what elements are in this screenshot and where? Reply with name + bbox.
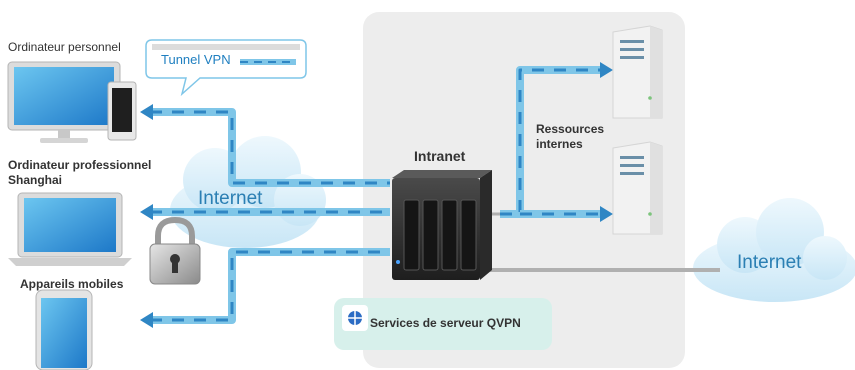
- personal-computer-icon: [7, 61, 137, 143]
- cloud-right: [693, 198, 855, 302]
- label-appareils-mobiles: Appareils mobiles: [20, 277, 124, 291]
- label-internet-left: Internet: [198, 188, 263, 209]
- server-icon-bottom: [612, 141, 663, 235]
- label-intranet: Intranet: [414, 148, 466, 164]
- lock-icon: [149, 216, 201, 285]
- label-internet-right: Internet: [737, 252, 802, 273]
- tunnel-vpn-callout: [145, 39, 307, 97]
- label-ordinateur-professionnel: Ordinateur professionnel: [8, 158, 152, 172]
- phone-icon: [35, 289, 93, 370]
- server-icon-top: [612, 25, 663, 119]
- label-ordinateur-personnel: Ordinateur personnel: [8, 40, 121, 54]
- label-internes: internes: [536, 137, 583, 151]
- qvpn-service-box: [334, 298, 552, 350]
- nas-device-icon: [392, 170, 492, 280]
- label-services-qvpn: Services de serveur QVPN: [370, 316, 521, 330]
- label-shanghai: Shanghai: [8, 173, 63, 187]
- laptop-icon: [8, 192, 132, 266]
- tunnel-arrowheads: [140, 62, 613, 328]
- label-tunnel-vpn: Tunnel VPN: [161, 52, 231, 67]
- label-ressources: Ressources: [536, 122, 605, 136]
- vpn-tunnels: [150, 66, 603, 324]
